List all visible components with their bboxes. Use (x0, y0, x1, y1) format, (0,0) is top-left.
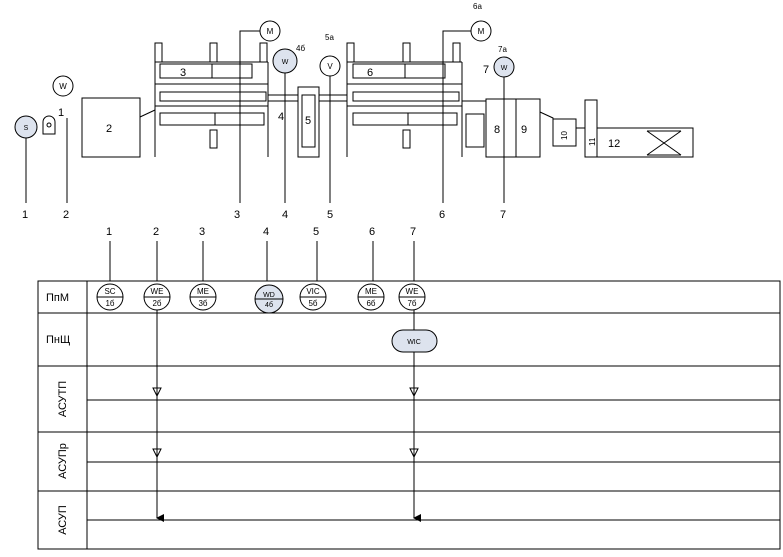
instrument-5-top: VIC (306, 287, 320, 296)
instrument-1-bottom: 1б (105, 299, 114, 308)
instrument-4: WD 4б (254, 284, 284, 314)
top-num-4: 4 (282, 209, 288, 221)
sensor-w1-num: 1 (58, 107, 64, 119)
signal-table: 1 2 3 4 5 6 7 ПпМ ПнЩ АСУТП АСУПр АСУП (37, 226, 781, 550)
col-num-7: 7 (410, 226, 416, 238)
equipment-2-box (81, 97, 141, 158)
instrument-7: WE 7б (398, 283, 426, 311)
instrument-2-bottom: 2б (152, 299, 161, 308)
instrument-3-top: ME (197, 287, 209, 296)
top-num-6: 6 (439, 209, 445, 221)
instrument-2: WE 2б (143, 283, 171, 311)
equipment-7-label: 7 (483, 64, 489, 76)
instrument-6-top: ME (365, 287, 377, 296)
equipment-4-label: 4 (278, 111, 284, 123)
equipment-5-label: 5 (305, 115, 311, 127)
col-num-5: 5 (313, 226, 319, 238)
equipment-11-label: 11 (588, 137, 597, 146)
instrument-7-top: WE (406, 287, 419, 296)
instrument-1-top: SC (104, 287, 115, 296)
top-num-7: 7 (500, 209, 506, 221)
col-num-1: 1 (106, 226, 112, 238)
instrument-4-top: WD (263, 292, 275, 299)
col-num-3: 3 (199, 226, 205, 238)
equipment-8-box (485, 98, 517, 158)
equipment-8-label: 8 (494, 124, 500, 136)
instrument-3: ME 3б (189, 283, 217, 311)
sensor-w1-label: W (59, 82, 67, 91)
top-num-5: 5 (327, 209, 333, 221)
equipment-10-box (552, 118, 577, 147)
instrument-7-bottom: 7б (407, 299, 416, 308)
sensor-v5-tag: 5а (325, 33, 334, 42)
equipment-2-label: 2 (106, 123, 112, 135)
sensor-w7-label: W (501, 65, 508, 72)
row-label-asup: АСУП (57, 505, 69, 535)
instrument-6-bottom: 6б (366, 299, 375, 308)
instrument-5: VIC 5б (299, 283, 327, 311)
row-label-pnsh: ПнЩ (46, 334, 70, 346)
equipment-9-box (515, 98, 541, 158)
equipment-7-box (465, 113, 485, 148)
instrument-3-bottom: 3б (198, 299, 207, 308)
sensor-w7-tag: 7а (498, 45, 507, 54)
sensor-w1-circle (52, 75, 74, 97)
col-num-4: 4 (263, 226, 269, 238)
equipment-3-label: 3 (180, 67, 186, 79)
row-label-ppm: ПпМ (46, 292, 69, 304)
equipment-1-shape (42, 115, 56, 135)
equipment-11-box (584, 99, 598, 158)
wic-label: WIC (407, 339, 421, 346)
instrument-1: SC 1б (96, 283, 124, 311)
equipment-6-machine: 6 (346, 42, 463, 157)
equipment-3-machine: 3 (154, 42, 269, 157)
instrument-2-top: WE (151, 287, 164, 296)
top-num-3: 3 (234, 209, 240, 221)
equipment-10-label: 10 (560, 131, 569, 140)
sensor-v5-label: V (327, 62, 333, 71)
sensor-w4-label: W (282, 59, 289, 66)
col-num-6: 6 (369, 226, 375, 238)
top-num-2: 2 (63, 209, 69, 221)
motor-m6-label: M (478, 27, 485, 36)
sensor-w4-tag: 4б (296, 44, 305, 53)
equipment-12-label: 12 (608, 138, 620, 150)
equipment-area: S 1 W 1 2 2 3 (14, 2, 694, 221)
equipment-9-label: 9 (521, 124, 527, 136)
top-num-1: 1 (22, 209, 28, 221)
motor-m6-tag: 6а (473, 2, 482, 11)
sensor-s-label: S (24, 125, 29, 132)
instrument-4-bottom: 4б (265, 301, 273, 309)
col-num-2: 2 (153, 226, 159, 238)
instrument-6: ME 6б (357, 283, 385, 311)
equipment-6-label: 6 (367, 67, 373, 79)
row-label-asupr: АСУПр (57, 443, 69, 479)
motor-m1-label: M (267, 27, 274, 36)
row-label-asutp: АСУТП (57, 381, 69, 417)
instrument-5-bottom: 5б (308, 299, 317, 308)
